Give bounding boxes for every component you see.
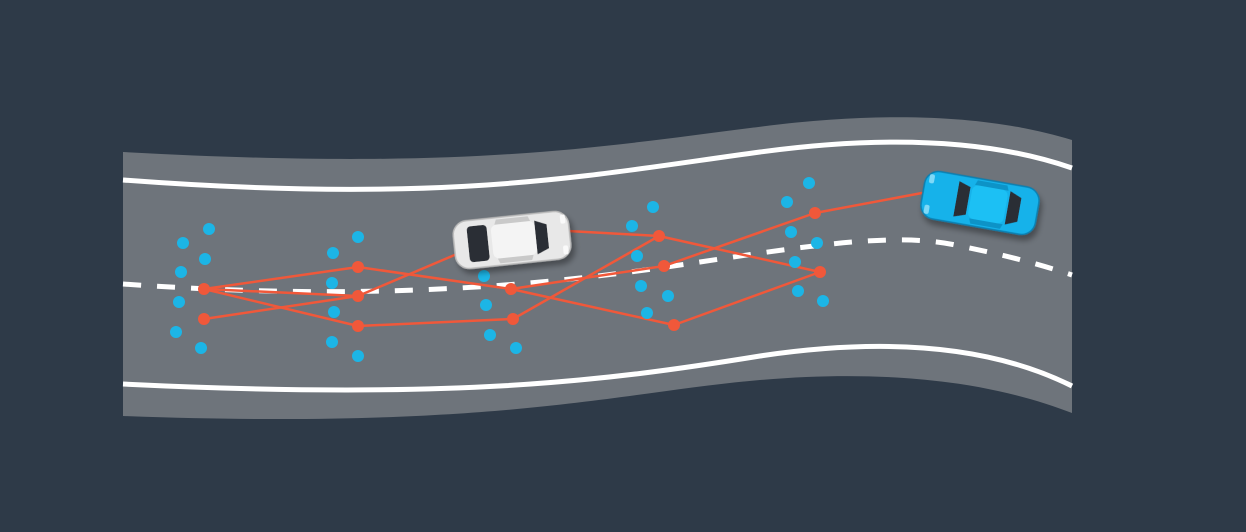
path-node [658, 260, 670, 272]
sample-dot [510, 342, 522, 354]
path-node [668, 319, 680, 331]
sample-dot [484, 329, 496, 341]
path-node [352, 320, 364, 332]
sample-dot [635, 280, 647, 292]
sample-dot [328, 306, 340, 318]
path-node [814, 266, 826, 278]
sample-dot [478, 270, 490, 282]
bottom-lane-edge-line [122, 343, 1074, 393]
path-node [507, 313, 519, 325]
sample-dot [175, 266, 187, 278]
sample-dot [199, 253, 211, 265]
sample-dot [785, 226, 797, 238]
sample-dot [789, 256, 801, 268]
sample-dot [631, 250, 643, 262]
sample-dot [352, 350, 364, 362]
sample-dot [803, 177, 815, 189]
path-node [352, 261, 364, 273]
sample-dot [641, 307, 653, 319]
sample-dot [817, 295, 829, 307]
sample-dot [203, 223, 215, 235]
sample-dot [326, 277, 338, 289]
sample-dot [792, 285, 804, 297]
top-lane-edge-line [122, 139, 1073, 192]
path-node [198, 313, 210, 325]
sample-dot [781, 196, 793, 208]
sample-points [170, 177, 829, 362]
sample-dot [195, 342, 207, 354]
sample-dot [662, 290, 674, 302]
sample-dot [173, 296, 185, 308]
sample-dot [326, 336, 338, 348]
sample-dot [170, 326, 182, 338]
sample-dot [480, 299, 492, 311]
road-surface [123, 117, 1072, 420]
path-node [653, 230, 665, 242]
sample-dot [352, 231, 364, 243]
path-node [505, 283, 517, 295]
sample-dot [626, 220, 638, 232]
path-lattice-nodes [198, 207, 826, 332]
white-car-icon [452, 210, 572, 270]
path-node [809, 207, 821, 219]
path-node [198, 283, 210, 295]
sample-dot [327, 247, 339, 259]
path-node [352, 290, 364, 302]
sample-dot [177, 237, 189, 249]
blue-car-icon [920, 170, 1040, 236]
sample-dot [811, 237, 823, 249]
sample-dot [647, 201, 659, 213]
